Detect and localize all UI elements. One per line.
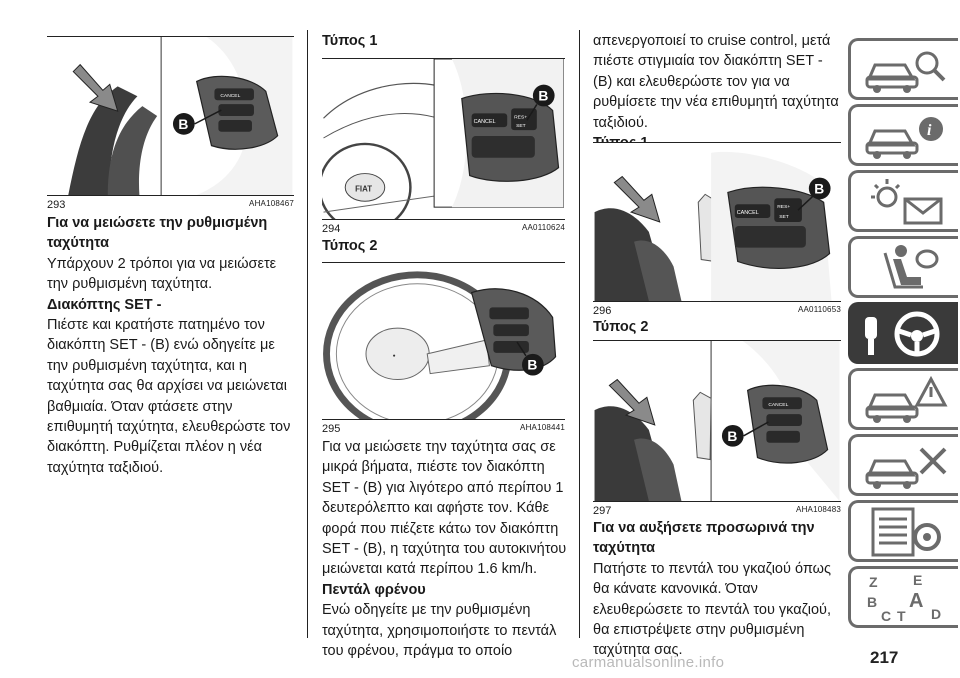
- figure-caption: 297 AHA108483: [593, 505, 841, 517]
- tab-safety[interactable]: [848, 236, 958, 298]
- type-heading: Τύπος 1: [322, 33, 378, 49]
- figure-code: AHA108467: [249, 199, 294, 208]
- res-label: RES+: [777, 204, 790, 210]
- car-search-icon: [865, 51, 946, 93]
- cancel-label: CANCEL: [474, 119, 496, 125]
- set-label: SET: [779, 214, 789, 220]
- column-separator: [579, 30, 580, 638]
- car-info-icon: i: [865, 117, 943, 159]
- figure-293: CANCEL B: [47, 36, 294, 196]
- figure-caption: 293 AHA108467: [47, 199, 294, 211]
- callout-b: B: [538, 87, 548, 103]
- steering-switch-illustration: CANCEL B: [594, 341, 840, 501]
- seat-airbag-icon: [883, 245, 939, 289]
- tab-maintenance[interactable]: [848, 434, 958, 496]
- alphabetical-index-icon: Z E B A C T D: [867, 573, 941, 623]
- sub-heading: Πεντάλ φρένου: [322, 581, 426, 598]
- cancel-label: CANCEL: [737, 210, 759, 216]
- tab-technical-data[interactable]: [848, 500, 958, 562]
- index-letter: B: [867, 594, 877, 610]
- paragraph: Πιέστε και κρατήστε πατημένο τον διακόπτ…: [47, 317, 291, 476]
- figure-294: FIAT CANCEL RES+ SET B: [322, 58, 565, 220]
- figure-code: AHA108441: [520, 423, 565, 432]
- tab-warning-lights[interactable]: [848, 170, 958, 232]
- tab-car-search[interactable]: [848, 38, 958, 100]
- figure-code: AHA108483: [796, 505, 841, 514]
- callout-b: B: [727, 428, 737, 444]
- index-letter: A: [909, 590, 923, 612]
- type-heading: Τύπος 2: [593, 319, 649, 335]
- index-letter: T: [897, 608, 906, 623]
- tab-car-info[interactable]: i: [848, 104, 958, 166]
- figure-297: CANCEL B: [593, 340, 841, 502]
- figure-295: ● B: [322, 262, 565, 420]
- figure-code: AA0110624: [521, 223, 565, 232]
- tab-starting-driving[interactable]: [848, 302, 958, 364]
- callout-b: B: [814, 180, 824, 196]
- steering-switch-illustration: CANCEL RES+ SET B: [594, 143, 840, 301]
- type2-heading-wrap: Τύπος 2: [322, 236, 565, 256]
- res-label: RES+: [514, 114, 527, 120]
- steering-wheel-illustration: ● B: [323, 263, 564, 419]
- paragraph: απενεργοποιεί το cruise control, μετά πι…: [593, 33, 839, 131]
- column-separator: [307, 30, 308, 638]
- sub-heading: Διακόπτης SET -: [47, 296, 162, 313]
- figure-296: CANCEL RES+ SET B: [593, 142, 841, 302]
- svg-text:●: ●: [393, 354, 396, 359]
- watermark: carmanualsonline.info: [572, 654, 725, 671]
- figure-number: 293: [47, 199, 66, 211]
- tab-index[interactable]: Z E B A C T D: [848, 566, 958, 628]
- col3-top-text: απενεργοποιεί το cruise control, μετά πι…: [593, 31, 843, 153]
- car-warning-triangle-icon: [865, 375, 948, 423]
- paragraph: Υπάρχουν 2 τρόποι για να μειώσετε την ρυ…: [47, 255, 277, 293]
- cancel-label: CANCEL: [220, 93, 240, 99]
- paragraph: Ενώ οδηγείτε με την ρυθμισμένη ταχύτητα,…: [322, 602, 557, 660]
- callout-b: B: [178, 116, 188, 132]
- warning-light-message-icon: [871, 179, 943, 225]
- callout-b: B: [527, 357, 537, 373]
- paragraph: Για να μειώσετε την ταχύτητα σας σε μικρ…: [322, 439, 567, 578]
- svg-text:i: i: [927, 122, 932, 139]
- technical-data-list-icon: [871, 507, 941, 557]
- figure-caption: 296 AA0110653: [593, 305, 841, 317]
- type-heading: Τύπος 2: [322, 238, 378, 254]
- set-label: SET: [516, 123, 526, 129]
- type2-heading-wrap: Τύπος 2: [593, 317, 841, 337]
- tab-emergency[interactable]: [848, 368, 958, 430]
- section-heading: Για να μειώσετε την ρυθμισμένη ταχύτητα: [47, 215, 268, 252]
- car-tools-icon: [865, 447, 947, 489]
- section-heading: Για να αυξήσετε προσωρινά την ταχύτητα: [593, 520, 815, 557]
- figure-code: AA0110653: [797, 305, 841, 314]
- figure-caption: 295 AHA108441: [322, 423, 565, 435]
- page-number: 217: [870, 648, 899, 667]
- steering-switch-illustration: CANCEL B: [48, 37, 293, 195]
- col2-text: Για να μειώσετε την ταχύτητα σας σε μικρ…: [322, 437, 570, 661]
- index-letter: D: [931, 606, 941, 622]
- type1-heading-wrap: Τύπος 1: [322, 31, 565, 51]
- dashboard-steering-illustration: FIAT CANCEL RES+ SET B: [322, 59, 564, 219]
- index-letter: C: [881, 608, 891, 623]
- col3-text: Για να αυξήσετε προσωρινά την ταχύτητα Π…: [593, 518, 843, 661]
- figure-caption: 294 AA0110624: [322, 223, 565, 235]
- col1-text: Για να μειώσετε την ρυθμισμένη ταχύτητα …: [47, 213, 297, 478]
- fiat-badge: FIAT: [355, 184, 372, 193]
- paragraph: Πατήστε το πεντάλ του γκαζιού όπως θα κά…: [593, 560, 831, 659]
- figure-number: 296: [593, 305, 612, 317]
- cancel-label: CANCEL: [768, 402, 788, 408]
- index-letter: Z: [869, 574, 878, 590]
- figure-number: 297: [593, 505, 612, 517]
- figure-number: 295: [322, 423, 341, 435]
- figure-number: 294: [322, 223, 341, 235]
- key-steering-wheel-icon: [865, 311, 940, 357]
- index-letter: E: [913, 573, 922, 588]
